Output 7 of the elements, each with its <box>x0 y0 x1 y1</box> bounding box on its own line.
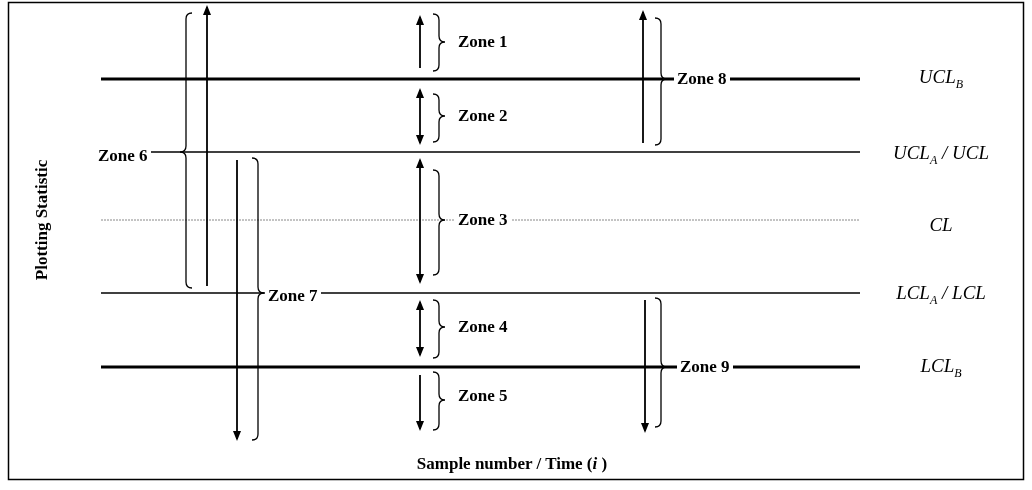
limit-label: LCL$_{A}$ / LCL <box>896 283 986 307</box>
limit-label: LCL$_{B}$ <box>920 356 962 380</box>
limit-label: UCL$_{B}$ <box>918 67 964 91</box>
limit-label: UCL$_{A}$ / UCL <box>892 143 990 167</box>
axis-title: Plotting Statistic <box>32 159 52 281</box>
limit-label: CL <box>929 214 953 236</box>
axis-title: Sample number / Time (i ) <box>416 454 608 474</box>
